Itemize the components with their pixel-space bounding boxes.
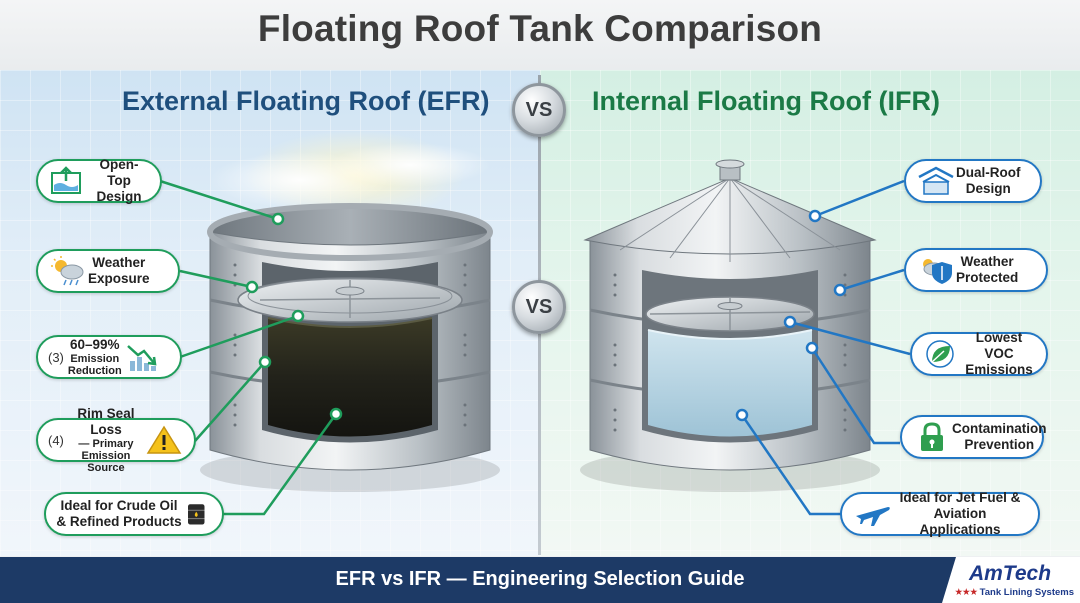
weather-cloud-icon xyxy=(51,256,84,286)
vs-badge-middle: VS xyxy=(512,280,566,334)
efr-connector-dots xyxy=(245,212,343,421)
open-top-tank-icon xyxy=(51,166,81,194)
efr-heading: External Floating Roof (EFR) xyxy=(122,86,490,116)
callout-line: Dual-Roof xyxy=(956,165,1021,180)
efr-connectors xyxy=(159,179,338,516)
callout-line: Emission xyxy=(70,353,120,365)
brand-stars: ★★★ xyxy=(954,587,978,598)
callout-line: Open-Top xyxy=(99,157,139,188)
callout-line: Exposure xyxy=(88,271,150,286)
footnote-number: (3) xyxy=(48,349,64,365)
callout-line: Lowest VOC xyxy=(975,330,1023,361)
callout-line: Weather xyxy=(960,254,1014,269)
oil-barrel-icon xyxy=(188,504,205,525)
lock-icon xyxy=(921,422,943,451)
callout-line: Prevention xyxy=(964,437,1035,452)
tank-illustrations xyxy=(159,130,911,516)
callout-line: Protected xyxy=(956,270,1019,285)
brand-name: AmTech xyxy=(968,562,1052,585)
callout-jet-fuel: Ideal for Jet Fuel &Aviation Application… xyxy=(840,490,1040,537)
callout-line: Weather xyxy=(92,255,146,270)
callout-line: Emissions xyxy=(965,362,1033,377)
callout-line: — Primary xyxy=(78,438,134,450)
efr-tank xyxy=(200,203,500,492)
ifr-connectors xyxy=(740,179,911,516)
callout-line: 60–99% xyxy=(70,337,120,352)
airplane-icon xyxy=(856,507,890,526)
callout-line: Contamination xyxy=(952,421,1047,436)
title-band xyxy=(0,0,1080,70)
page-title: Floating Roof Tank Comparison xyxy=(257,8,823,49)
cloud xyxy=(330,143,490,187)
callout-crude-oil: Ideal for Crude Oil& Refined Products xyxy=(44,492,224,536)
footer-title: EFR vs IFR — Engineering Selection Guide xyxy=(335,568,745,590)
dual-roof-icon xyxy=(918,166,954,195)
weather-shield-icon xyxy=(923,259,952,284)
callout-line: Design xyxy=(96,189,142,204)
footer-bar xyxy=(0,557,1080,603)
callout-line: Emission Source xyxy=(81,450,131,474)
ifr-tank xyxy=(580,159,880,492)
emission-chart-icon xyxy=(126,345,157,371)
brand-tagline: Tank Lining Systems xyxy=(979,587,1074,598)
ifr-connector-dots xyxy=(735,209,847,422)
ifr-heading: Internal Floating Roof (IFR) xyxy=(592,86,940,116)
callout-line: Aviation Applications xyxy=(919,506,1001,537)
footnote-number: (4) xyxy=(48,432,64,448)
brand-logo xyxy=(942,557,1080,603)
leaf-icon xyxy=(926,340,954,368)
brand-tagline-row: ★★★ Tank Lining Systems xyxy=(950,587,1074,598)
warning-icon xyxy=(146,425,182,454)
callout-line: Ideal for Jet Fuel & xyxy=(899,490,1021,505)
vs-badge-top: VS xyxy=(512,83,566,137)
callout-line: & Refined Products xyxy=(56,514,182,529)
callout-line: Design xyxy=(965,181,1011,196)
callout-line: Reduction xyxy=(67,365,122,377)
callout-line: Rim Seal Loss xyxy=(77,406,135,437)
callout-line: Ideal for Crude Oil xyxy=(60,498,178,513)
